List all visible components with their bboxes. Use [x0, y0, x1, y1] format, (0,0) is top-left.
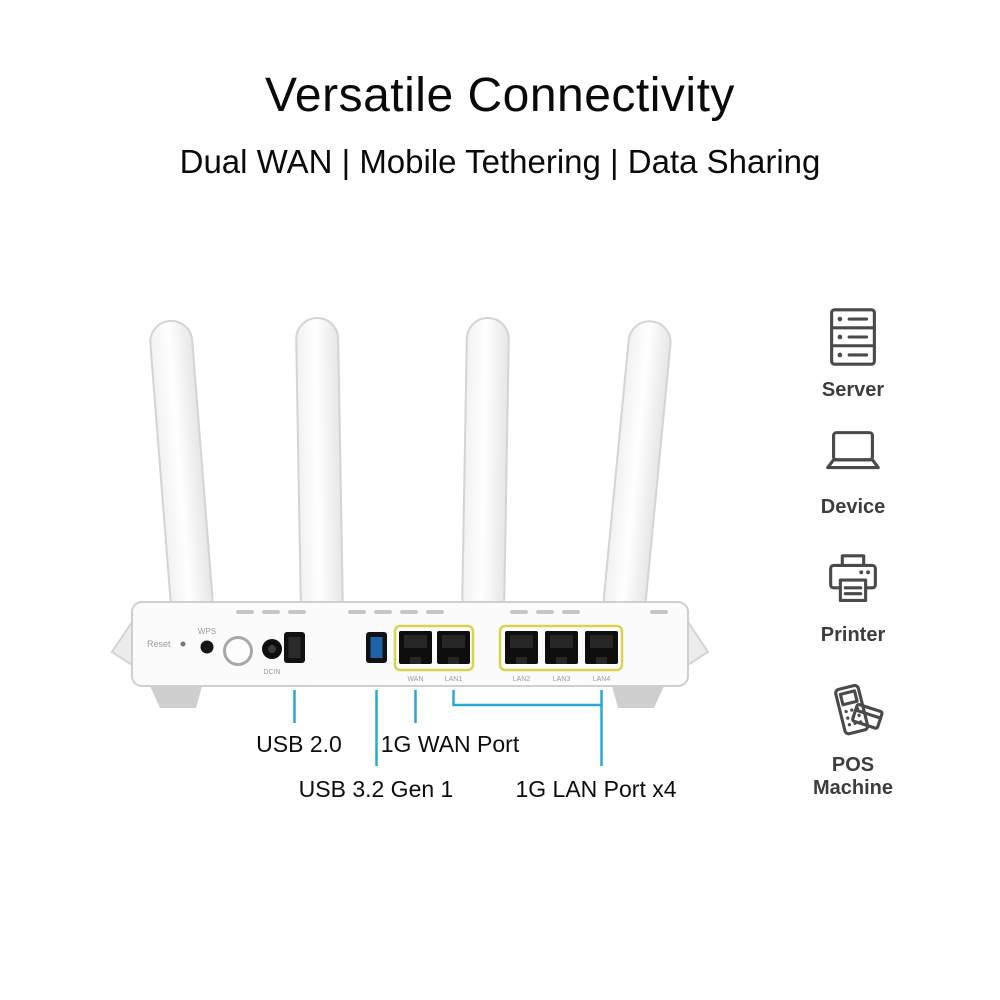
- antennas: [149, 317, 672, 622]
- antenna-3: [461, 317, 510, 620]
- usb3-port: [366, 632, 387, 663]
- lan2-port-label: LAN2: [513, 676, 531, 683]
- router-foot-left: [150, 686, 202, 708]
- dc-in-label-text: DCIN: [263, 669, 280, 676]
- antenna-1: [149, 319, 214, 622]
- callout-usb2-label: USB 2.0: [256, 731, 342, 757]
- feature-label-pos: POS Machine: [812, 754, 894, 799]
- laptop-icon: [826, 431, 880, 470]
- lan1-port: [437, 631, 470, 664]
- usb2-port: [284, 632, 305, 663]
- power-button: [223, 636, 253, 666]
- page-subtitle: Dual WAN | Mobile Tethering | Data Shari…: [179, 143, 821, 180]
- lan4-port-label: LAN4: [593, 676, 611, 683]
- callout-bracket-lan: [452, 690, 603, 707]
- feature-pos: POS Machine: [798, 678, 908, 800]
- antenna-2: [295, 317, 344, 620]
- wan-port: [399, 631, 432, 664]
- feature-printer: Printer: [798, 548, 908, 647]
- callout-lan-label: 1G LAN Port x4: [515, 776, 677, 802]
- wan-lan-group-highlight: [393, 624, 475, 672]
- callout-lines: [293, 690, 603, 766]
- feature-server: Server: [798, 303, 908, 402]
- lan2-port: [505, 631, 538, 664]
- feature-device: Device: [798, 420, 908, 519]
- lan1-port-label: LAN1: [445, 676, 463, 683]
- lan3-port-label: LAN3: [553, 676, 571, 683]
- pos-machine-icon: [834, 683, 884, 736]
- lan3-port: [545, 631, 578, 664]
- page-title: Versatile Connectivity: [265, 69, 735, 122]
- feature-label-printer: Printer: [820, 624, 886, 646]
- callout-usb3-label: USB 3.2 Gen 1: [298, 776, 454, 802]
- feature-label-server: Server: [821, 379, 885, 401]
- feature-label-device: Device: [820, 496, 886, 518]
- printer-icon: [829, 554, 877, 603]
- wan-port-label: WAN: [407, 676, 423, 683]
- lan4-port: [585, 631, 618, 664]
- router-foot-right: [612, 686, 664, 708]
- lan-group-highlight: [498, 624, 624, 672]
- reset-label-text: Reset: [147, 639, 171, 649]
- server-icon: [830, 308, 876, 366]
- wps-button: [200, 640, 214, 654]
- antenna-4: [602, 320, 672, 622]
- callout-wan-label: 1G WAN Port: [380, 731, 520, 757]
- wps-label-text: WPS: [198, 627, 216, 636]
- reset-pinhole: [180, 641, 186, 647]
